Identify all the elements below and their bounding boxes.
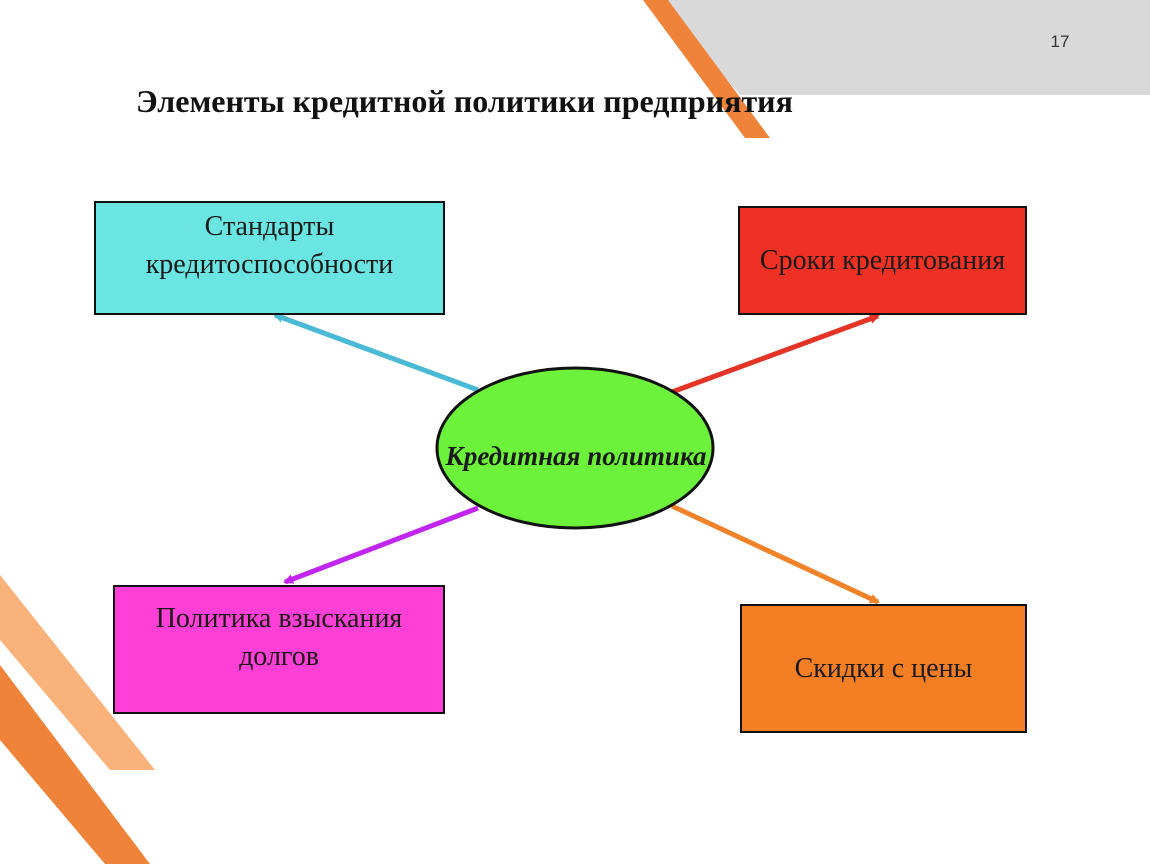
- node-terms-label: Сроки кредитования: [759, 244, 1006, 276]
- center-ellipse: [435, 366, 715, 530]
- arrow-to-debt: [283, 505, 479, 585]
- header-gray-band: [660, 0, 1150, 95]
- node-discounts: Скидки с цены: [740, 604, 1027, 733]
- center-label: Кредитная политика: [445, 441, 707, 471]
- corner-light-stripe: [0, 575, 155, 770]
- arrow-to-terms: [671, 313, 880, 395]
- node-standards: Стандарты кредитоспособности: [94, 201, 445, 315]
- corner-orange-stripe: [0, 665, 150, 864]
- node-debt: Политика взыскания долгов: [113, 585, 445, 714]
- node-discounts-label: Скидки с цены: [794, 652, 973, 684]
- arrow-to-discounts: [670, 503, 880, 605]
- page-number: 17: [1050, 32, 1070, 51]
- slide-title: Элементы кредитной политики предприятия: [136, 83, 793, 119]
- arrow-to-standards: [273, 312, 479, 393]
- node-debt-label: Политика взыскания долгов: [155, 602, 403, 672]
- node-terms: Сроки кредитования: [738, 206, 1027, 315]
- node-standards-label: Стандарты кредитоспособности: [145, 211, 394, 280]
- header-orange-stripe: [643, 0, 770, 138]
